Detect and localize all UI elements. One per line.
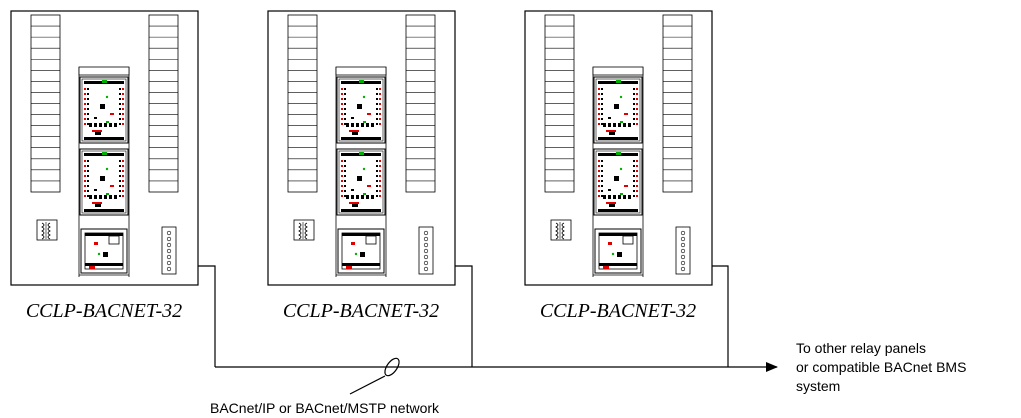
relay-board-upper bbox=[593, 76, 643, 144]
network-label: BACnet/IP or BACnet/MSTP network bbox=[210, 400, 440, 416]
relay-board-lower bbox=[593, 148, 643, 216]
controller-board bbox=[594, 228, 642, 274]
destination-note: To other relay panels or compatible BACn… bbox=[796, 340, 966, 394]
controller-board bbox=[337, 228, 385, 274]
breaker-column-right bbox=[662, 14, 693, 193]
panel-1-network-drop bbox=[198, 265, 216, 367]
relay-panel: CCLP-BACNET-32 bbox=[524, 10, 713, 322]
destination-line-2: or compatible BACnet BMS bbox=[796, 359, 966, 375]
relay-panel: CCLP-BACNET-32 bbox=[267, 10, 456, 322]
relay-board-upper bbox=[336, 76, 386, 144]
transformer-symbol bbox=[293, 219, 315, 241]
transformer-symbol bbox=[36, 219, 58, 241]
cable-bundle-marker bbox=[384, 357, 400, 377]
breaker-column-left bbox=[30, 14, 61, 193]
breaker-column-right bbox=[405, 14, 436, 193]
panel-model-label: CCLP-BACNET-32 bbox=[26, 300, 182, 322]
panel-model-label: CCLP-BACNET-32 bbox=[540, 300, 696, 322]
panel-model-label: CCLP-BACNET-32 bbox=[283, 300, 439, 322]
breaker-column-left bbox=[287, 14, 318, 193]
breaker-column-left bbox=[544, 14, 575, 193]
terminal-block bbox=[418, 226, 434, 275]
destination-line-3: system bbox=[796, 378, 840, 394]
transformer-symbol bbox=[550, 219, 572, 241]
controller-board bbox=[80, 228, 128, 274]
network-wiring bbox=[198, 265, 778, 395]
panel-3-network-drop bbox=[712, 265, 729, 367]
network-label-leader bbox=[349, 375, 386, 395]
relay-board-lower bbox=[79, 148, 129, 216]
destination-line-1: To other relay panels bbox=[796, 340, 926, 356]
relay-panel: CCLP-BACNET-32 bbox=[10, 10, 199, 322]
panel-2-network-drop bbox=[455, 265, 473, 367]
terminal-block bbox=[675, 226, 691, 275]
breaker-column-right bbox=[148, 14, 179, 193]
terminal-block bbox=[161, 226, 177, 275]
relay-board-upper bbox=[79, 76, 129, 144]
relay-board-lower bbox=[336, 148, 386, 216]
